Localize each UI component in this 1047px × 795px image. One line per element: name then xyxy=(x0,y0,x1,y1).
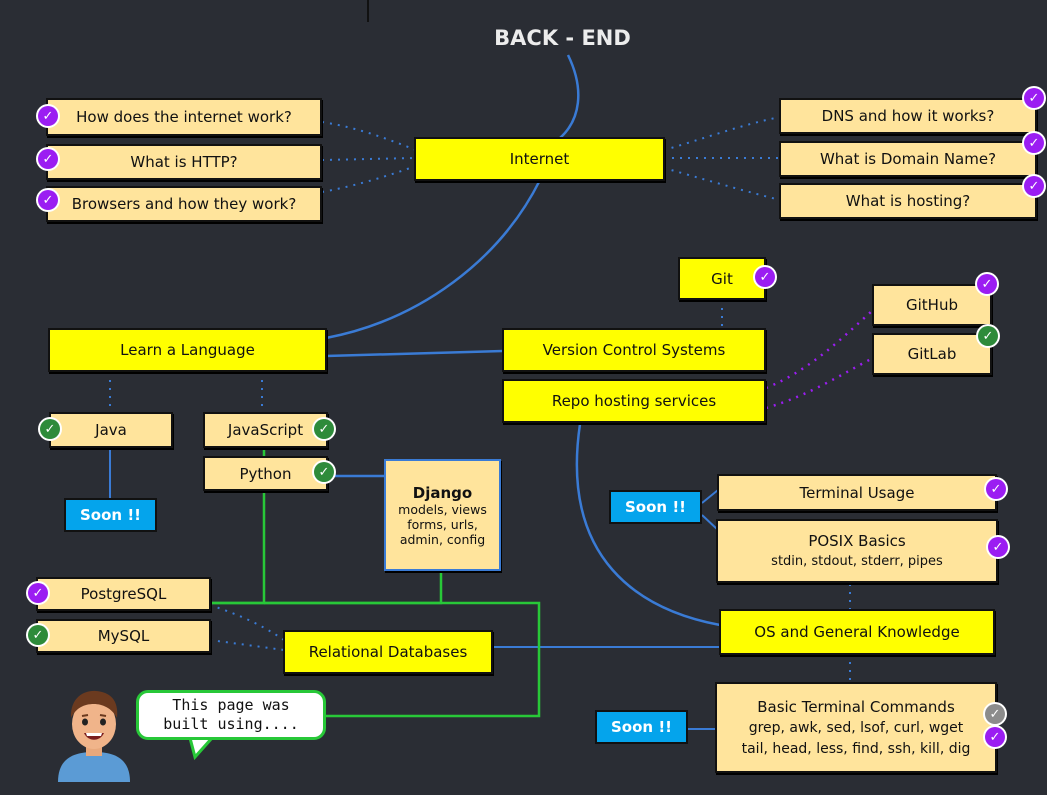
check-purple-icon: ✓ xyxy=(38,106,58,126)
node-postgresql[interactable]: PostgreSQL xyxy=(36,577,211,611)
node-git[interactable]: Git xyxy=(678,257,766,300)
check-purple-icon: ✓ xyxy=(755,267,775,287)
node-django[interactable]: Django models, views forms, urls, admin,… xyxy=(384,459,501,571)
node-posix-basics[interactable]: POSIX Basics stdin, stdout, stderr, pipe… xyxy=(716,519,998,583)
check-purple-icon: ✓ xyxy=(38,149,58,169)
node-gitlab[interactable]: GitLab xyxy=(872,333,992,375)
soon-button-commands[interactable]: Soon !! xyxy=(595,710,688,744)
django-line-3: admin, config xyxy=(399,531,486,547)
terminal-cmds-title: Basic Terminal Commands xyxy=(757,697,955,716)
check-grey-icon: ✓ xyxy=(985,704,1005,724)
django-title: Django xyxy=(412,483,473,502)
node-dns[interactable]: DNS and how it works? xyxy=(779,98,1037,134)
speech-bubble: This page was built using.... xyxy=(136,690,326,740)
node-learn-language[interactable]: Learn a Language xyxy=(48,328,327,372)
check-purple-icon: ✓ xyxy=(1024,133,1044,153)
soon-button-terminal[interactable]: Soon !! xyxy=(609,490,702,524)
bubble-line-2: built using.... xyxy=(163,715,299,733)
check-green-icon: ✓ xyxy=(978,326,998,346)
check-purple-icon: ✓ xyxy=(1024,88,1044,108)
node-terminal-commands[interactable]: Basic Terminal Commands grep, awk, sed, … xyxy=(715,682,997,773)
check-purple-icon: ✓ xyxy=(1024,176,1044,196)
check-green-icon: ✓ xyxy=(314,419,334,439)
posix-title: POSIX Basics xyxy=(808,532,906,551)
node-domain-name[interactable]: What is Domain Name? xyxy=(779,141,1037,177)
check-green-icon: ✓ xyxy=(40,419,60,439)
page-title: BACK - END xyxy=(494,26,631,50)
avatar-icon xyxy=(58,690,130,782)
check-purple-icon: ✓ xyxy=(28,583,48,603)
node-how-internet-works[interactable]: How does the internet work? xyxy=(46,98,322,136)
check-green-icon: ✓ xyxy=(28,625,48,645)
node-javascript[interactable]: JavaScript xyxy=(203,412,328,448)
check-purple-icon: ✓ xyxy=(977,274,997,294)
check-purple-icon: ✓ xyxy=(988,537,1008,557)
check-green-icon: ✓ xyxy=(314,462,334,482)
django-line-1: models, views xyxy=(398,501,487,517)
node-repo-hosting[interactable]: Repo hosting services xyxy=(502,379,766,423)
terminal-cmds-line-1: grep, awk, sed, lsof, curl, wget xyxy=(748,719,964,736)
check-purple-icon: ✓ xyxy=(986,479,1006,499)
check-purple-icon: ✓ xyxy=(38,190,58,210)
soon-button-java[interactable]: Soon !! xyxy=(64,498,157,532)
node-browsers[interactable]: Browsers and how they work? xyxy=(46,186,322,222)
node-mysql[interactable]: MySQL xyxy=(36,619,211,653)
node-vcs[interactable]: Version Control Systems xyxy=(502,328,766,372)
bubble-line-1: This page was xyxy=(172,696,290,715)
terminal-cmds-line-2: tail, head, less, find, ssh, kill, dig xyxy=(741,740,971,757)
node-terminal-usage[interactable]: Terminal Usage xyxy=(717,474,997,511)
node-github[interactable]: GitHub xyxy=(872,284,992,326)
django-line-2: forms, urls, xyxy=(407,516,478,532)
posix-subtitle: stdin, stdout, stderr, pipes xyxy=(771,554,943,570)
node-python[interactable]: Python xyxy=(203,456,328,491)
node-what-is-http[interactable]: What is HTTP? xyxy=(46,144,322,180)
node-java[interactable]: Java xyxy=(49,412,173,448)
node-internet[interactable]: Internet xyxy=(414,137,665,181)
check-purple-icon: ✓ xyxy=(985,727,1005,747)
node-relational-databases[interactable]: Relational Databases xyxy=(283,630,493,674)
node-hosting[interactable]: What is hosting? xyxy=(779,183,1037,219)
node-os-knowledge[interactable]: OS and General Knowledge xyxy=(719,609,995,655)
